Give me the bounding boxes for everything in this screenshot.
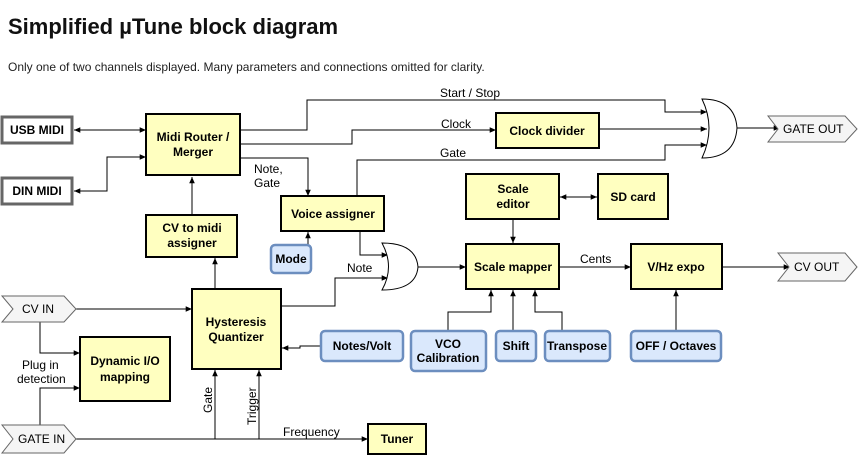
mode-block: Mode	[269, 243, 313, 275]
midi-router-block: Midi Router / Merger	[145, 113, 241, 176]
midi-router-label-1: Midi Router /	[157, 130, 230, 144]
vco-calibration-block: VCO Calibration	[409, 329, 488, 373]
gate-out-label: GATE OUT	[783, 122, 844, 136]
clock-divider-block: Clock divider	[495, 112, 600, 149]
or-gate-note	[381, 242, 419, 291]
cv-in-port: CV IN	[0, 295, 77, 323]
notes-volt-label: Notes/Volt	[333, 339, 391, 353]
shift-block: Shift	[494, 329, 538, 363]
label-note-gate-1: Note,	[254, 162, 283, 176]
tuner-label: Tuner	[381, 432, 414, 446]
din-midi-label: DIN MIDI	[12, 184, 61, 198]
usb-midi-label: USB MIDI	[10, 123, 64, 137]
din-midi-block: DIN MIDI	[0, 176, 74, 206]
label-gate-vertical: Gate	[201, 387, 215, 413]
wires	[39, 99, 790, 442]
cv-to-midi-label-2: assigner	[167, 236, 217, 250]
page-subtitle: Only one of two channels displayed. Many…	[8, 60, 485, 74]
label-note-gate-2: Gate	[254, 176, 280, 190]
vco-calibration-label-1: VCO	[435, 337, 461, 351]
label-note: Note	[347, 261, 373, 275]
label-frequency: Frequency	[283, 425, 340, 439]
shift-label: Shift	[503, 339, 530, 353]
label-trigger-vertical: Trigger	[245, 387, 259, 425]
label-cents: Cents	[580, 252, 611, 266]
dynamic-io-block: Dynamic I/O mapping	[79, 336, 171, 402]
label-plug-in-1: Plug in	[22, 358, 59, 372]
vhz-expo-block: V/Hz expo	[630, 243, 723, 290]
voice-assigner-block: Voice assigner	[280, 195, 385, 232]
gate-out-port: GATE OUT	[766, 115, 858, 143]
midi-router-label-2: Merger	[173, 145, 213, 159]
transpose-label: Transpose	[547, 339, 607, 353]
wire-labels: Start / Stop Clock Gate Note, Gate Note …	[17, 86, 611, 439]
cv-out-label: CV OUT	[794, 260, 840, 274]
scale-editor-label-1: Scale	[497, 182, 529, 196]
scale-editor-label-2: editor	[496, 197, 530, 211]
gate-in-port: GATE IN	[0, 424, 77, 454]
cv-in-label: CV IN	[22, 302, 54, 316]
sd-card-block: SD card	[597, 173, 669, 220]
label-gate: Gate	[440, 146, 466, 160]
cv-out-port: CV OUT	[776, 252, 858, 282]
gate-in-label: GATE IN	[18, 432, 65, 446]
tuner-block: Tuner	[367, 423, 427, 455]
voice-assigner-label: Voice assigner	[291, 207, 375, 221]
clock-divider-label: Clock divider	[509, 124, 585, 138]
quantizer-label-1: Hysteresis	[206, 315, 267, 329]
off-octaves-label: OFF / Octaves	[636, 339, 717, 353]
label-start-stop: Start / Stop	[440, 86, 500, 100]
notes-volt-block: Notes/Volt	[319, 329, 405, 363]
hysteresis-quantizer-block: Hysteresis Quantizer	[191, 288, 282, 370]
or-gate-output	[701, 98, 738, 159]
quantizer-label-2: Quantizer	[208, 330, 264, 344]
scale-mapper-block: Scale mapper	[465, 243, 560, 290]
scale-editor-block: Scale editor	[465, 173, 560, 220]
scale-mapper-label: Scale mapper	[474, 260, 552, 274]
mode-label: Mode	[275, 252, 307, 266]
sd-card-label: SD card	[610, 190, 655, 204]
transpose-block: Transpose	[543, 329, 612, 363]
cv-to-midi-label-1: CV to midi	[162, 221, 221, 235]
vco-calibration-label-2: Calibration	[417, 351, 480, 365]
usb-midi-block: USB MIDI	[0, 115, 74, 145]
label-plug-in-2: detection	[17, 372, 66, 386]
cv-to-midi-block: CV to midi assigner	[145, 214, 238, 258]
off-octaves-block: OFF / Octaves	[629, 329, 723, 363]
dynamic-io-label-2: mapping	[100, 370, 150, 384]
dynamic-io-label-1: Dynamic I/O	[90, 354, 159, 368]
page-title: Simplified µTune block diagram	[8, 14, 339, 39]
label-clock: Clock	[441, 117, 472, 131]
vhz-expo-label: V/Hz expo	[647, 260, 704, 274]
